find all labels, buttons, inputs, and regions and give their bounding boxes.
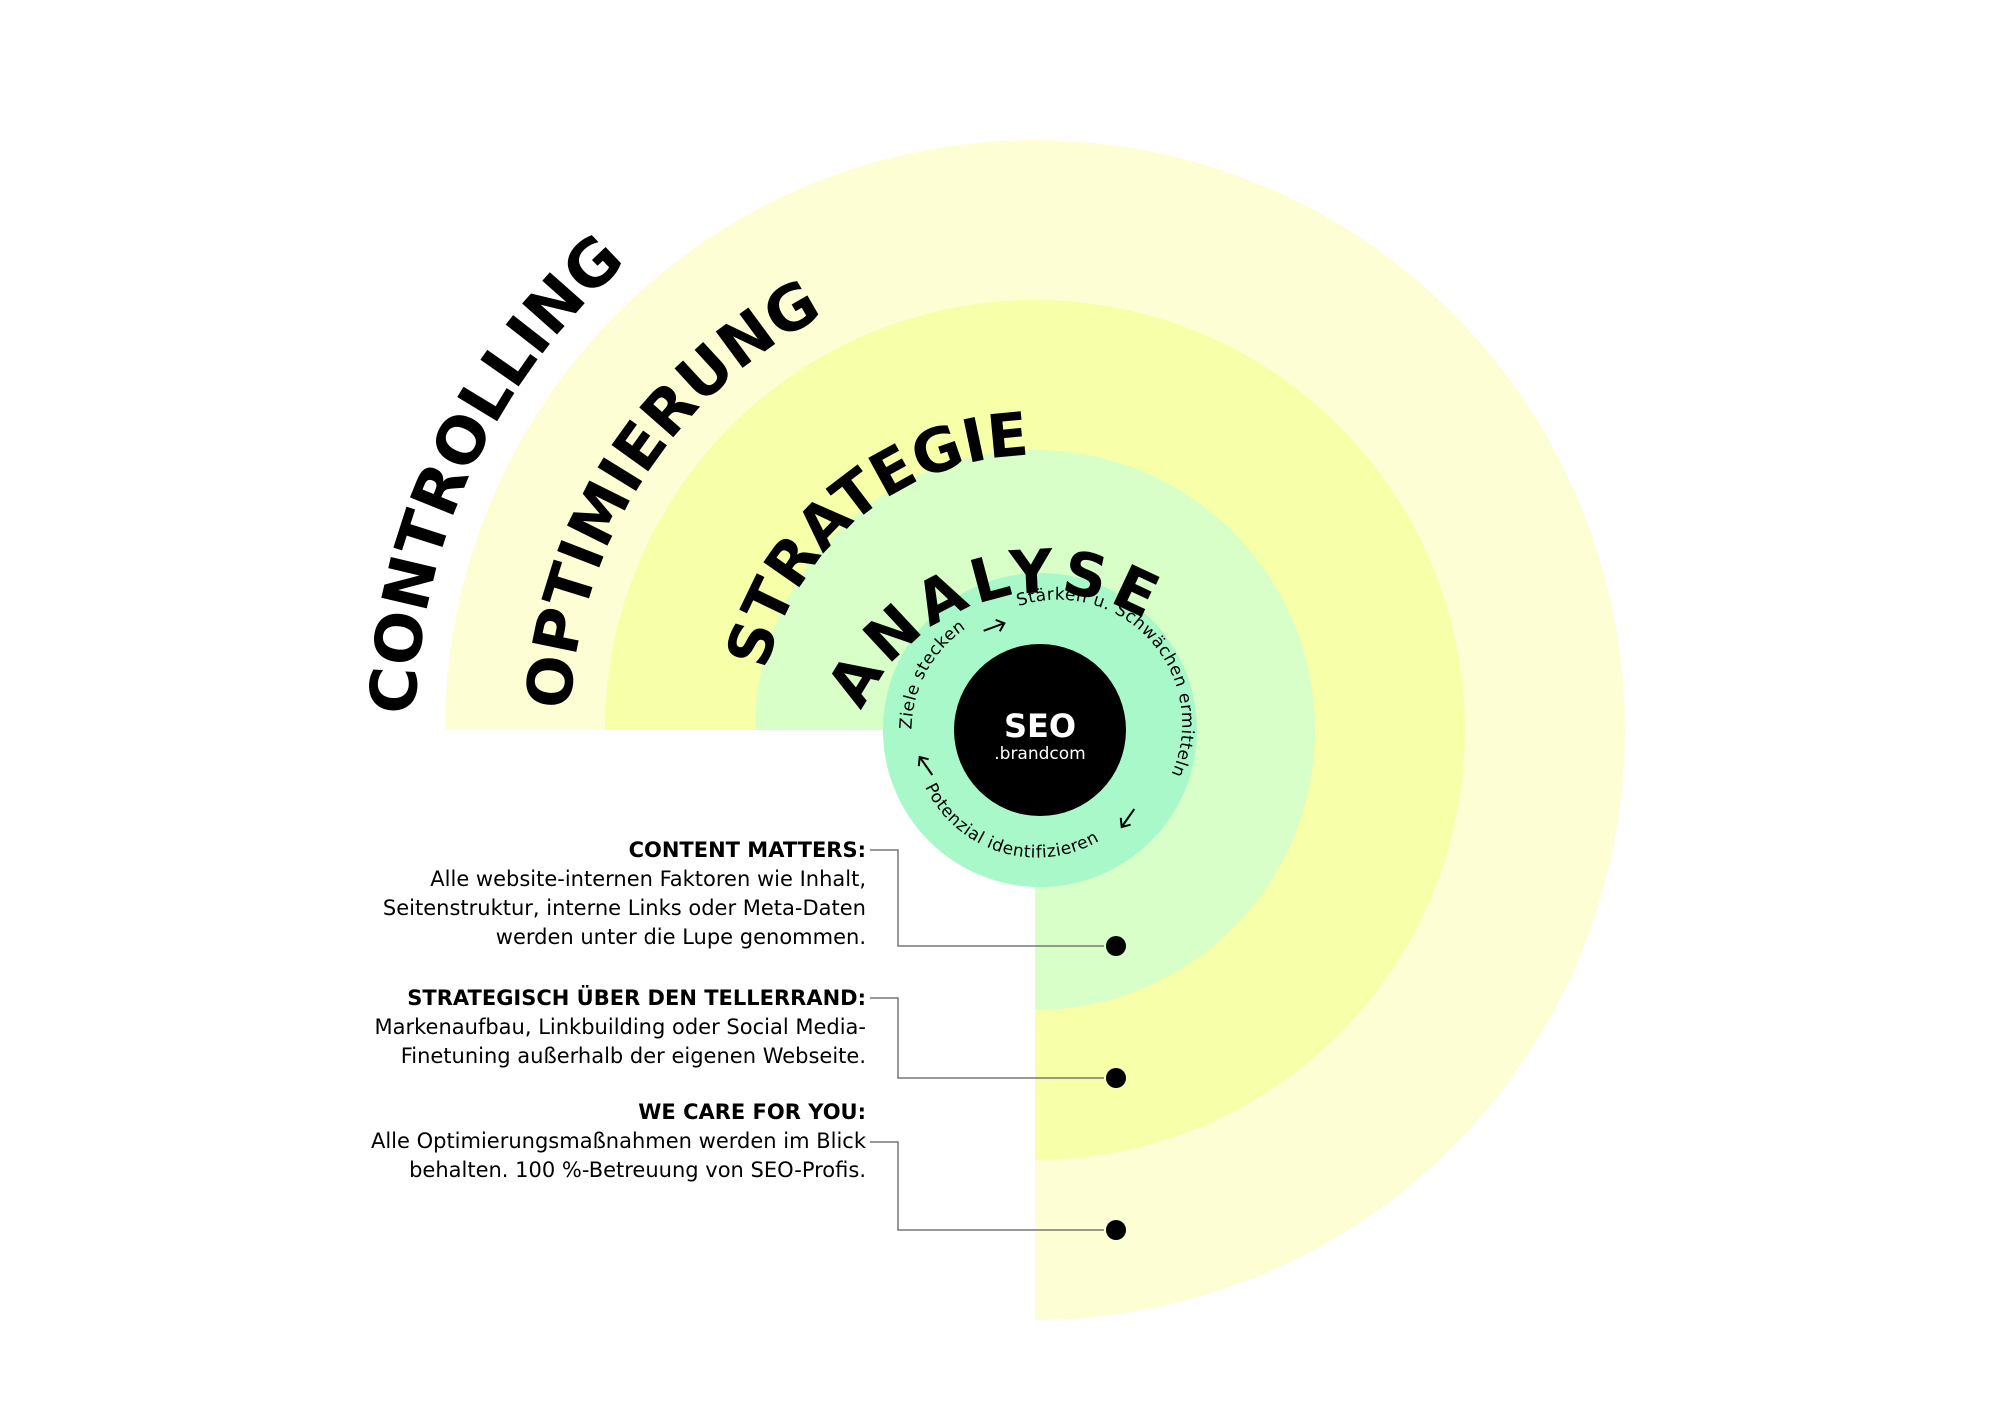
connector-line-content xyxy=(870,849,1104,947)
connector-dot-strategy xyxy=(1106,1068,1126,1088)
connector-dot-content xyxy=(1106,936,1126,956)
arrow-icon xyxy=(983,619,1006,632)
callout-title: WE CARE FOR YOU: xyxy=(638,1100,866,1124)
arrow-icon xyxy=(1119,808,1136,829)
connector-line-care xyxy=(870,1141,1104,1231)
arrow-icon xyxy=(917,755,934,776)
connector-line-strategy xyxy=(870,997,1104,1079)
callout-content-matters: CONTENT MATTERS: Alle website-internen F… xyxy=(306,836,866,952)
callout-text: Markenaufbau, Linkbuilding oder Social M… xyxy=(374,1015,866,1068)
center-title: SEO xyxy=(1004,707,1076,745)
center-subtitle: .brandcom xyxy=(994,744,1085,764)
callout-we-care: WE CARE FOR YOU: Alle Optimierungsmaßnah… xyxy=(306,1098,866,1185)
seo-center-circle xyxy=(954,644,1126,816)
connector-dot-care xyxy=(1106,1220,1126,1240)
callout-strategisch: STRATEGISCH ÜBER DEN TELLERRAND: Markena… xyxy=(306,984,866,1071)
callout-text: Alle website-internen Faktoren wie Inhal… xyxy=(382,867,866,949)
callout-title: CONTENT MATTERS: xyxy=(628,838,866,862)
callout-title: STRATEGISCH ÜBER DEN TELLERRAND: xyxy=(407,986,866,1010)
callout-text: Alle Optimierungsmaßnahmen werden im Bli… xyxy=(370,1129,866,1182)
